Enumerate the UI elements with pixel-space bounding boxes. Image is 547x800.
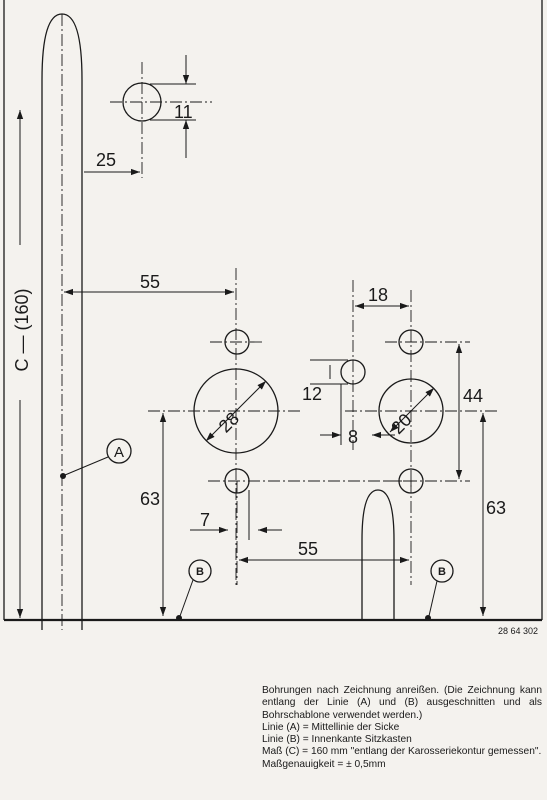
hole-small-middle: [310, 280, 395, 450]
notes-accuracy: Maßgenauigkeit = ± 0,5mm: [262, 758, 386, 770]
notes-measure-c: Maß (C) = 160 mm "entlang der Karosserie…: [262, 746, 542, 758]
dim-63-right: 63: [486, 498, 506, 518]
bottom-bead-outline: [361, 489, 395, 620]
top-hole: [84, 55, 212, 178]
left-bead-outline: [41, 13, 83, 630]
dim-7: 7: [200, 510, 210, 530]
drawing-number: 28 64 302: [498, 626, 538, 636]
hole-large-left: [148, 368, 300, 454]
dim-7-line: [190, 481, 282, 585]
dim-11: 11: [174, 102, 193, 122]
dim-44: 44: [463, 386, 483, 406]
notes-line-b: Linie (B) = Innenkante Sitzkasten: [262, 734, 412, 746]
dim-18: 18: [368, 285, 388, 305]
label-b-left: B: [196, 566, 204, 578]
drilling-template-drawing: C — (160) 11 25 55 28: [3, 0, 543, 636]
frame: [3, 0, 543, 622]
dim-55-bottom: 55: [298, 539, 318, 559]
hole-small-left-bottom: [208, 468, 412, 494]
dim-55-top-line: [64, 268, 237, 585]
label-b-right: B: [438, 566, 446, 578]
dim-8: 8: [348, 427, 358, 447]
label-a: A: [114, 444, 124, 461]
notes-intro: Bohrungen nach Zeichnung anreißen. (Die …: [262, 685, 542, 721]
dim-25: 25: [96, 150, 116, 170]
measure-c-label: C — (160): [12, 288, 32, 371]
hole-small-left-top: [210, 329, 264, 355]
label-b-right-bubble: [425, 559, 454, 621]
dim-12: 12: [302, 384, 322, 404]
instruction-notes: Bohrungen nach Zeichnung anreißen. (Die …: [262, 685, 542, 771]
hole-small-right-top: [385, 329, 470, 355]
dim-55-top: 55: [140, 272, 160, 292]
label-a-bubble: [60, 438, 132, 479]
label-b-left-bubble: [176, 559, 212, 621]
dim-55-bottom-line: [239, 481, 412, 585]
hole-large-right: [345, 290, 500, 490]
dim-28: 28: [215, 408, 243, 436]
notes-line-a: Linie (A) = Mittellinie der Sicke: [262, 721, 400, 733]
dim-63-left: 63: [140, 489, 160, 509]
